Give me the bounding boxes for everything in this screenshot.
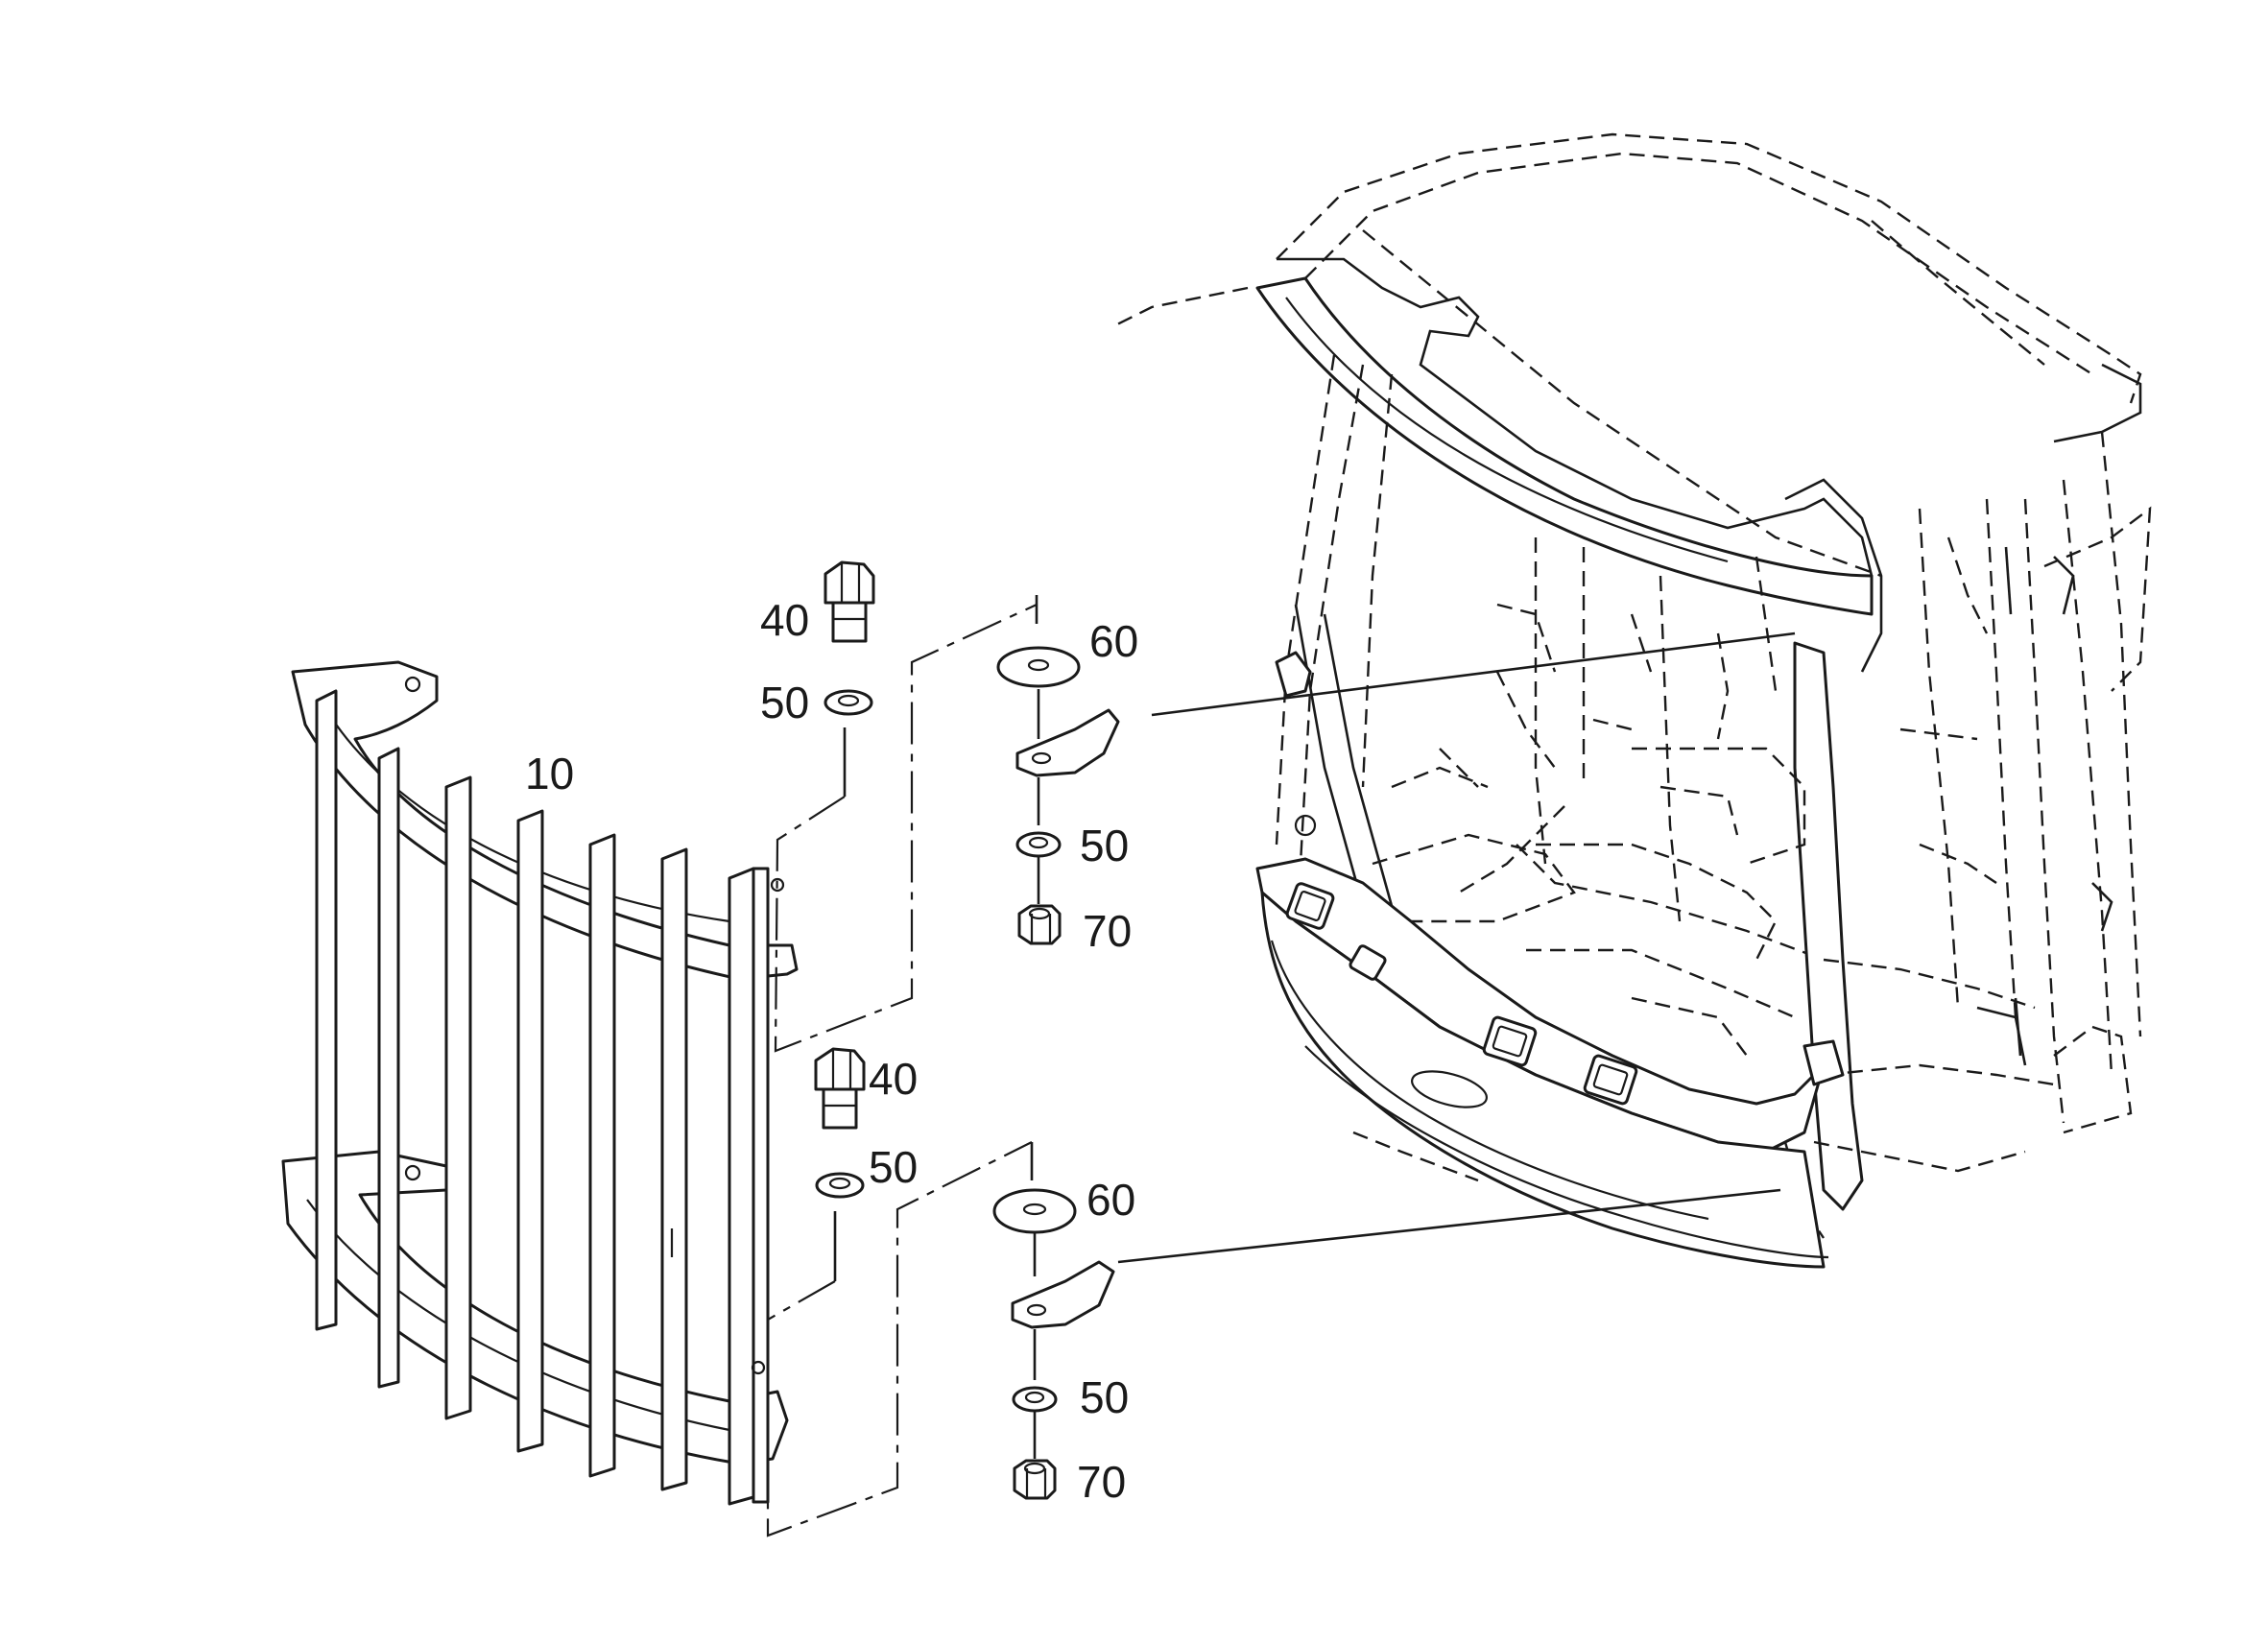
callout-lockwasher-top-right: 50: [1080, 821, 1129, 870]
dash-switches: [1285, 882, 1638, 1108]
callout-lockwasher-bottom-right: 50: [1080, 1372, 1129, 1422]
callout-bolt-top: 40: [760, 595, 809, 645]
lockwasher-bottom-right: [1012, 1386, 1058, 1413]
grille-mount-tube: [752, 867, 770, 1504]
callout-bolt-bottom: 40: [869, 1054, 918, 1104]
nut-bottom: [1013, 1459, 1057, 1500]
bolt-bottom: [814, 1047, 866, 1130]
callout-nut-bottom: 70: [1077, 1457, 1126, 1507]
nut-top: [1017, 904, 1062, 945]
leader-to-cab-bottom: [1117, 1188, 1781, 1264]
grille-top-crossbar: [291, 660, 799, 981]
lower-skirt: [1260, 891, 1826, 1269]
fasteners-bottom: [766, 1047, 1115, 1537]
lockwasher-top-left: [824, 689, 873, 716]
right-bracket: [1802, 1039, 1845, 1086]
cab-frame: [1112, 132, 2152, 1269]
washer-bottom: [992, 1188, 1077, 1234]
bolt-top: [824, 560, 875, 643]
left-bracket: [1275, 651, 1312, 698]
callout-grille: 10: [525, 749, 574, 798]
lockwasher-top-right: [1015, 831, 1062, 858]
callout-washer-bottom: 60: [1086, 1175, 1135, 1225]
callout-washer-top: 60: [1089, 616, 1138, 666]
callout-nut-top: 70: [1083, 906, 1132, 956]
mount-tab-bottom: [1011, 1260, 1115, 1329]
callout-lockwasher-top-left: 50: [760, 678, 809, 727]
washer-top: [996, 646, 1081, 688]
leader-to-cab-top: [1151, 631, 1796, 717]
fasteners-top: [774, 560, 1120, 1053]
lockwasher-bottom-left: [815, 1172, 865, 1199]
grille: [281, 660, 799, 1506]
mount-tab-top: [1015, 708, 1120, 777]
callout-lockwasher-bottom-left: 50: [869, 1142, 918, 1192]
front-right-pillar: [1793, 641, 1864, 1211]
